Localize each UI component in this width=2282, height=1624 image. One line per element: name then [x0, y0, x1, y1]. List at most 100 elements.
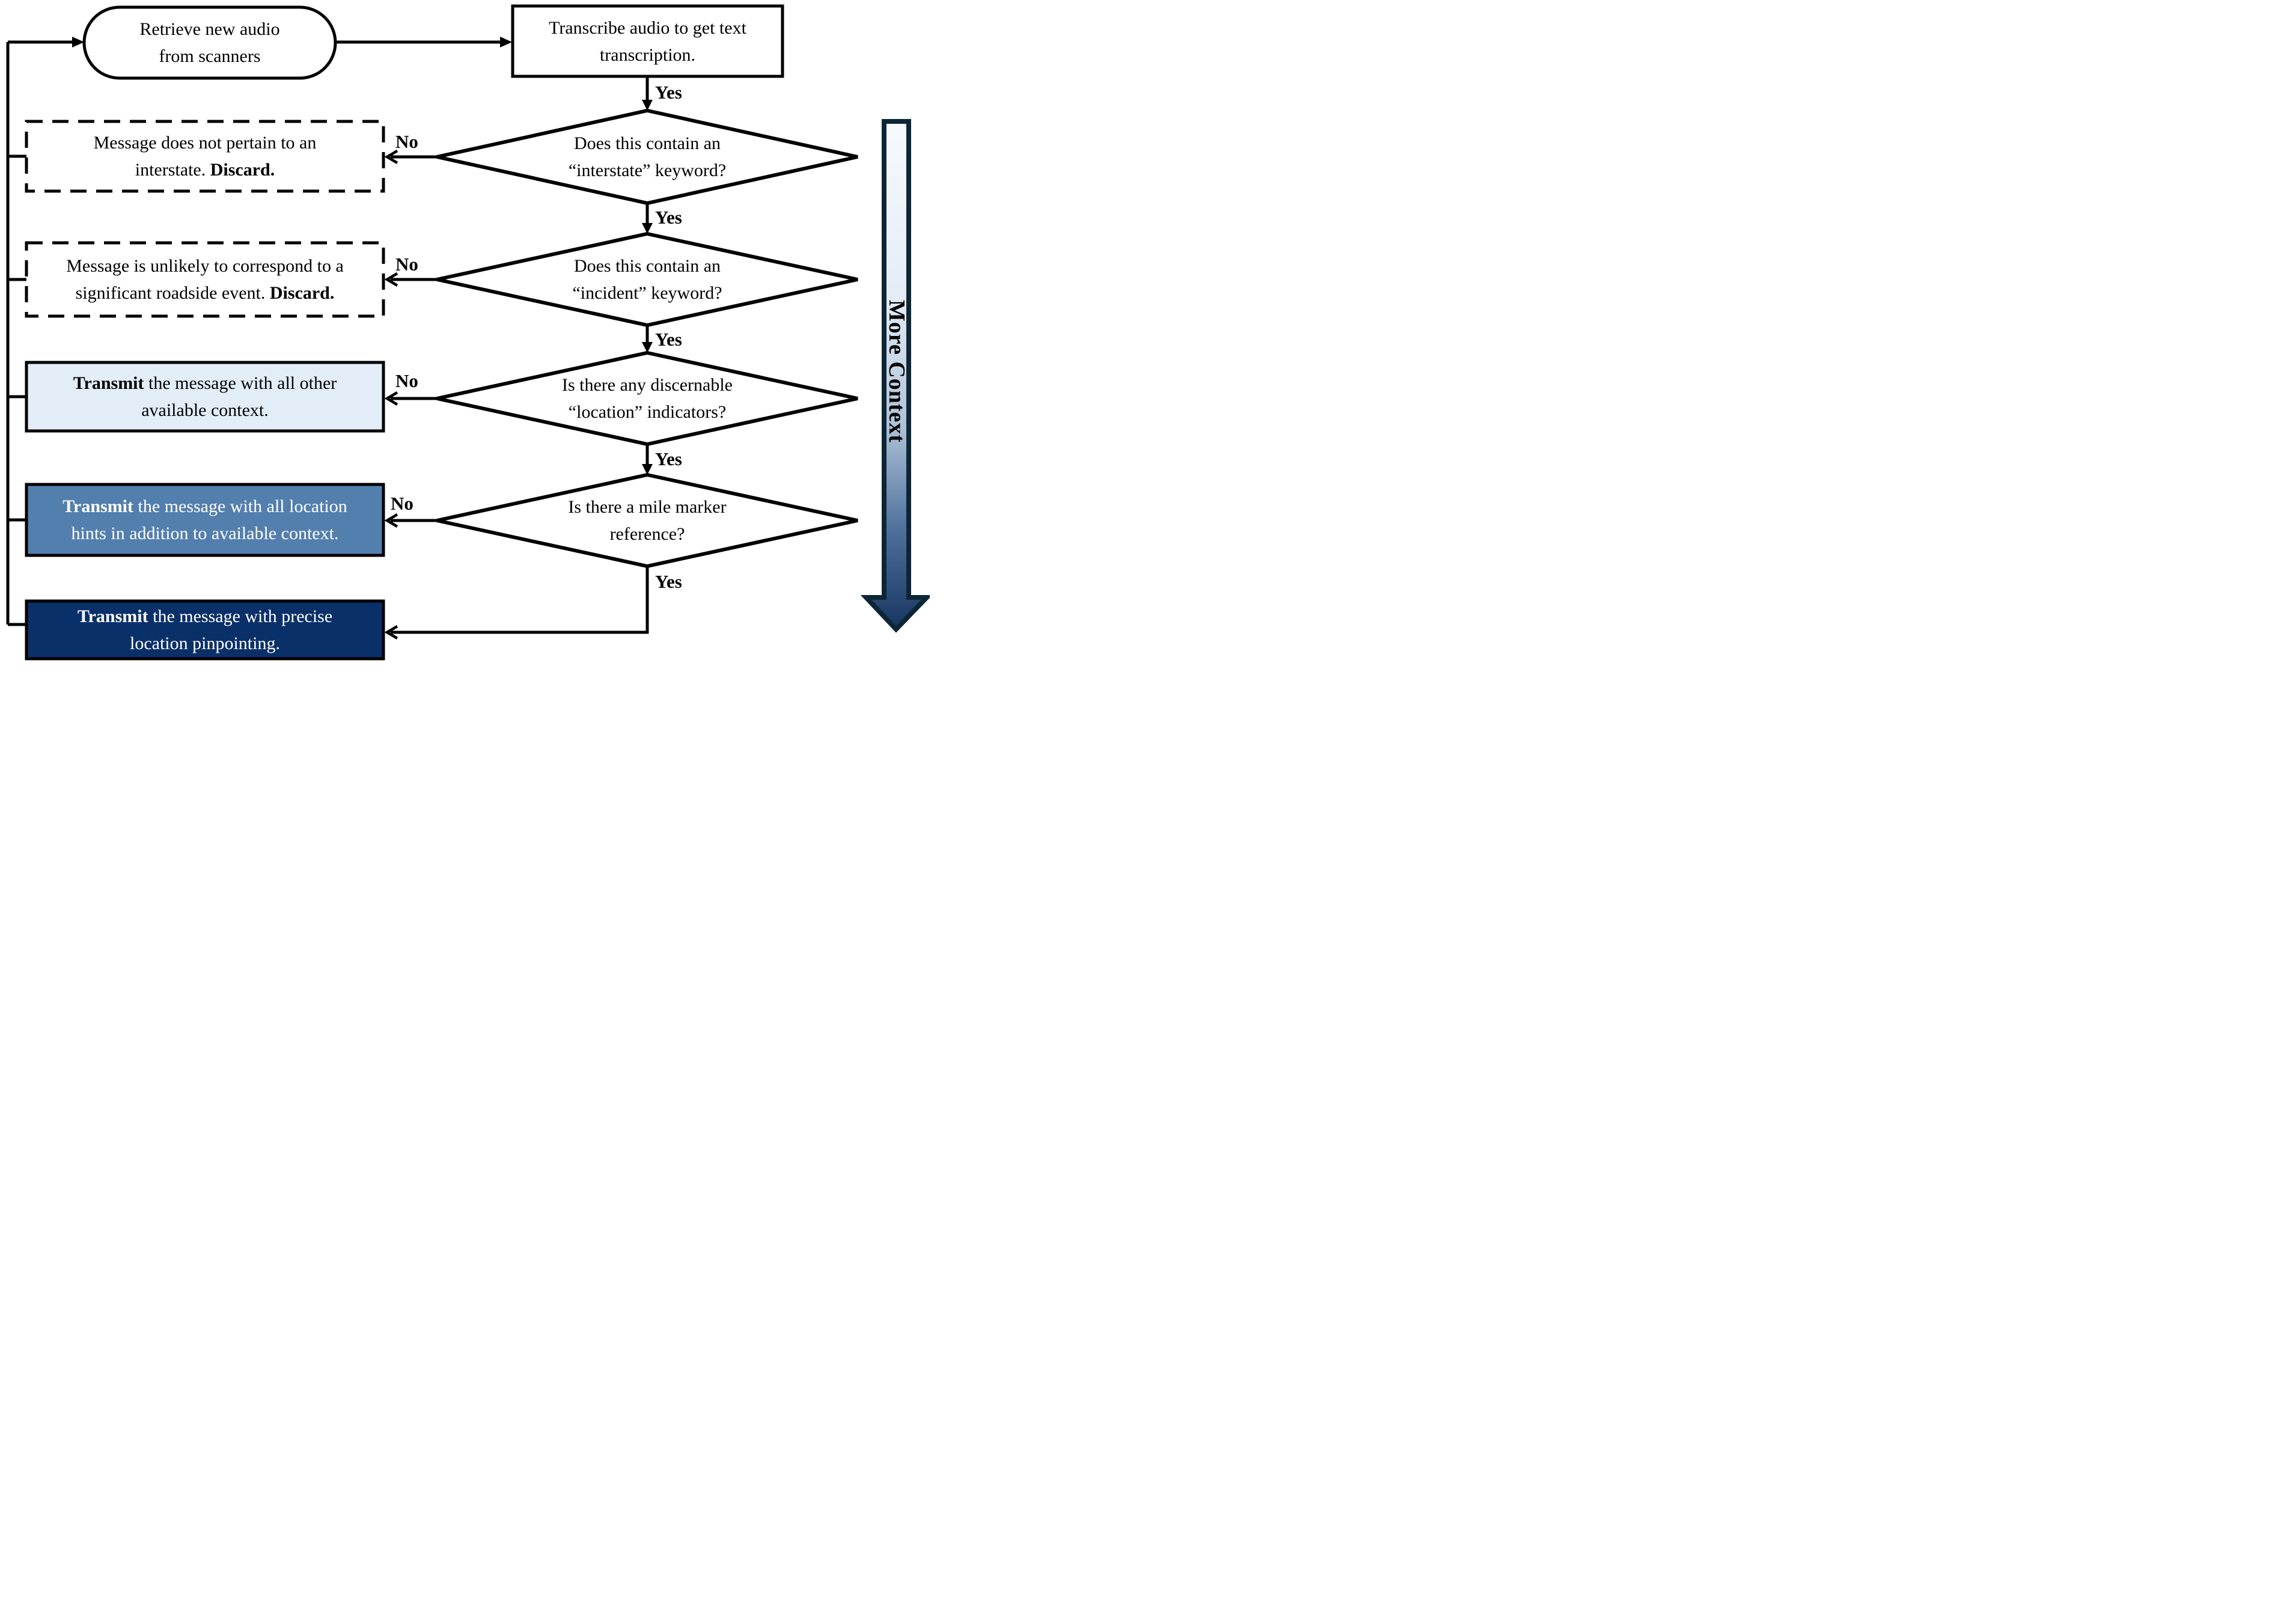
text-segment-bold: Discard.: [210, 160, 275, 180]
text-line: Transmit the message with all location: [63, 493, 347, 520]
text-segment: “interstate” keyword?: [568, 160, 727, 180]
text-line: significant roadside event. Discard.: [76, 279, 335, 307]
text-line: Transcribe audio to get text: [549, 14, 746, 41]
diamond-interstate-shape: [436, 108, 858, 206]
yes-label-5: Yes: [655, 571, 682, 592]
text-segment-bold: Transmit: [73, 373, 144, 393]
text-line: transcription.: [600, 41, 695, 69]
discard-interstate-text: Message does not pertain to an interstat…: [32, 121, 377, 191]
text-segment: Transcribe audio to get text: [549, 17, 746, 38]
text-segment: the message with all location: [133, 496, 347, 516]
transcribe-box-shape: [511, 4, 784, 78]
text-line: Does this contain an: [574, 130, 721, 157]
text-line: Retrieve new audio: [139, 16, 279, 43]
text-segment: significant roadside event.: [75, 283, 270, 303]
text-segment-bold: Transmit: [63, 496, 134, 516]
no-arrowheads: [384, 150, 398, 528]
yes-arrowheads: [642, 100, 653, 475]
diamond-location-text: Is there any discernable “location” indi…: [437, 353, 858, 444]
text-segment: Message does not pertain to an: [93, 133, 317, 153]
diamond-location-shape: [436, 350, 858, 447]
text-line: Transmit the message with precise: [78, 603, 332, 630]
arrowhead-into-diamond3: [642, 342, 653, 353]
feedback-loop-lines: [6, 40, 75, 626]
diamond-interstate-text: Does this contain an “interstate” keywor…: [437, 111, 858, 203]
no-arrow-lines: [391, 155, 437, 522]
yes-line-5: [391, 566, 649, 634]
start-stadium-shape: [82, 5, 337, 80]
text-line: location pinpointing.: [130, 630, 280, 657]
transmit-precise-text: Transmit the message with precise locati…: [32, 601, 377, 659]
arrowhead-into-start: [72, 37, 84, 47]
flowchart-canvas: Retrieve new audio from scanners Transcr…: [0, 0, 930, 662]
text-segment: interstate.: [135, 160, 210, 180]
arrowhead-into-transmit3: [384, 625, 398, 640]
text-segment: Message is unlikely to correspond to a: [66, 256, 344, 276]
no-label-2: No: [395, 254, 418, 275]
text-line: “incident” keyword?: [572, 279, 722, 307]
text-segment: Does this contain an: [573, 133, 721, 153]
discard-event-text: Message is unlikely to correspond to a s…: [32, 243, 377, 316]
text-line: Message does not pertain to an: [94, 129, 317, 156]
yes-label-4: Yes: [655, 448, 682, 469]
arrowhead-into-discard1: [384, 150, 398, 164]
more-context-gradient-arrow: [860, 119, 930, 633]
arrowhead-into-transmit1: [384, 391, 398, 406]
text-segment: transcription.: [599, 44, 696, 65]
start-stadium-text: Retrieve new audio from scanners: [84, 7, 335, 78]
arrowhead-into-diamond1: [642, 100, 653, 111]
text-segment: location pinpointing.: [130, 633, 280, 653]
text-segment: “incident” keyword?: [572, 283, 722, 303]
more-context-label: More Context: [884, 299, 909, 444]
diamond-incident-shape: [436, 231, 858, 328]
text-line: interstate. Discard.: [135, 156, 275, 183]
text-line: reference?: [610, 520, 685, 548]
text-segment: hints in addition to available context.: [71, 524, 339, 543]
diamond-milemarker-shape: [436, 472, 858, 569]
text-segment: the message with precise: [148, 606, 333, 626]
text-segment: from scanners: [159, 46, 261, 66]
text-segment: “location” indicators?: [568, 402, 727, 422]
yes-label-1: Yes: [655, 82, 682, 103]
diamond-incident-text: Does this contain an “incident” keyword?: [437, 234, 858, 325]
transmit-context-text: Transmit the message with all other avai…: [32, 362, 377, 431]
transmit-location-text: Transmit the message with all location h…: [32, 484, 377, 555]
no-label-1: No: [395, 131, 418, 152]
text-segment: Is there any discernable: [561, 375, 733, 395]
arrowhead-into-diamond4: [642, 464, 653, 475]
yes-arrow-lines: [391, 76, 649, 634]
text-line: available context.: [141, 397, 269, 424]
transmit-context-box: [25, 361, 385, 433]
text-line: Is there any discernable: [562, 371, 733, 398]
transmit-precise-box: [25, 599, 385, 661]
text-segment: the message with all other: [144, 373, 337, 393]
text-segment: Is there a mile marker: [568, 497, 727, 517]
text-segment-bold: Discard.: [269, 283, 335, 303]
text-line: “interstate” keyword?: [569, 157, 726, 184]
arrowhead-into-transcribe: [500, 37, 512, 47]
text-line: “location” indicators?: [569, 398, 726, 426]
arrowhead-into-discard2: [384, 272, 398, 287]
arrowhead-into-transmit2: [384, 513, 398, 528]
yes-label-3: Yes: [655, 329, 682, 350]
yes-label-2: Yes: [655, 207, 682, 228]
text-segment-bold: Transmit: [77, 606, 148, 626]
text-segment: reference?: [609, 524, 685, 544]
text-line: hints in addition to available context.: [72, 520, 339, 547]
discard-interstate-dashed-box: [25, 120, 385, 193]
text-line: from scanners: [159, 43, 260, 70]
text-line: Transmit the message with all other: [73, 370, 337, 397]
text-segment: available context.: [141, 400, 269, 420]
discard-event-dashed-box: [25, 241, 385, 318]
flowchart-shapes-svg: [6, 4, 930, 661]
text-segment: Retrieve new audio: [139, 19, 280, 39]
no-label-3: No: [395, 370, 418, 391]
transmit-location-box: [25, 483, 385, 557]
text-line: Does this contain an: [574, 252, 721, 279]
arrowhead-into-diamond2: [642, 223, 653, 234]
text-segment: Does this contain an: [573, 256, 721, 276]
diamond-milemarker-text: Is there a mile marker reference?: [437, 475, 858, 566]
no-label-4: No: [391, 493, 413, 514]
text-line: Is there a mile marker: [568, 493, 726, 520]
transcribe-box-text: Transcribe audio to get text transcripti…: [513, 6, 783, 76]
